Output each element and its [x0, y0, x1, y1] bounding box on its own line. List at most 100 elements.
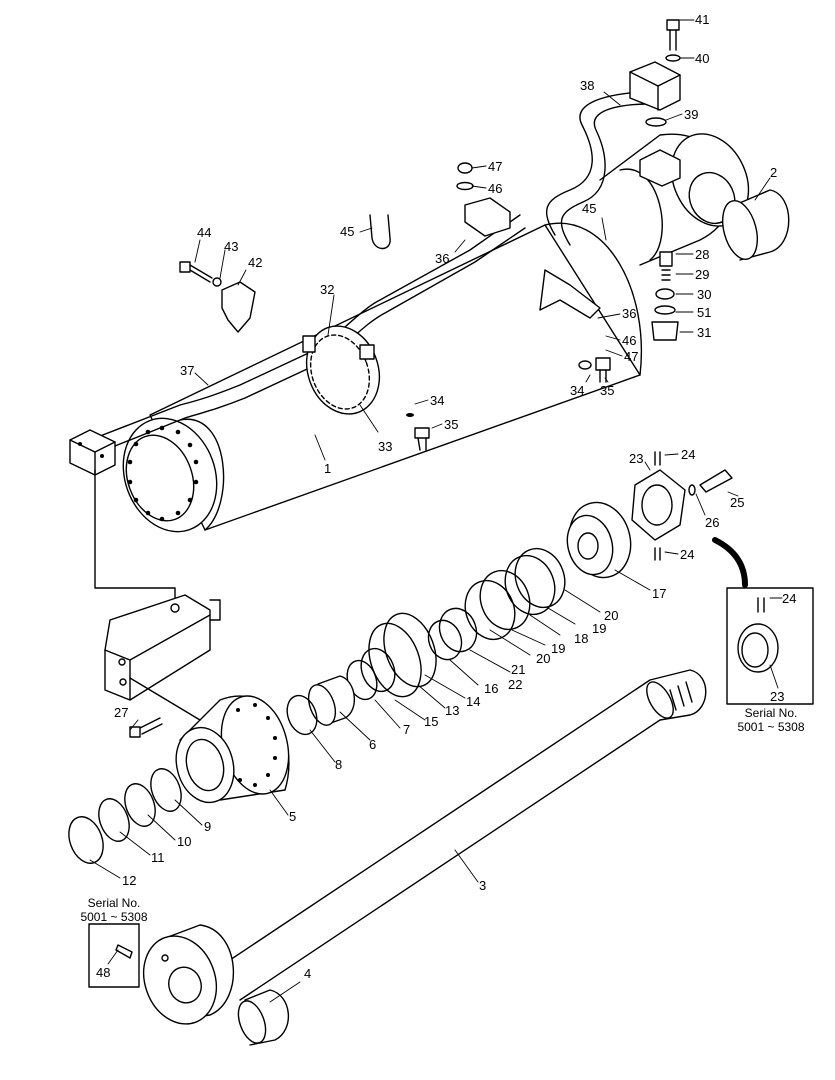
valve-block: [94, 469, 221, 721]
part-label-39: 39: [684, 107, 699, 122]
o-ring-39: [645, 117, 667, 127]
part-label-23: 23: [629, 451, 644, 466]
part-label-23: 23: [770, 689, 785, 704]
part-label-25: 25: [730, 495, 745, 510]
bushing-2: [722, 189, 790, 261]
part-label-21: 21: [511, 662, 526, 677]
bracket-36-upper: [464, 197, 511, 237]
serial-note-left: Serial No. 5001 ~ 5308: [72, 896, 156, 924]
arrow-to-inset: [712, 537, 748, 588]
serial-note-left-line1: Serial No.: [87, 896, 141, 910]
piston-nut-23-inset: [737, 597, 779, 673]
part-label-46: 46: [488, 181, 503, 196]
part-label-31: 31: [697, 325, 712, 340]
part-label-4: 4: [304, 966, 312, 981]
part-label-46: 46: [622, 333, 637, 348]
piston-17: [566, 501, 632, 579]
ring-8: [286, 694, 318, 736]
nut-47-washer-46: [456, 162, 474, 191]
part-label-35: 35: [444, 417, 459, 432]
part-label-6: 6: [369, 737, 377, 752]
serial-note-right-line2: 5001 ~ 5308: [737, 720, 805, 734]
pin-25: [688, 469, 733, 496]
serial-note-right: Serial No. 5001 ~ 5308: [729, 706, 813, 734]
serial-inset-left-box: [88, 923, 140, 988]
bolt-35-lower: [406, 413, 430, 451]
part-label-30: 30: [697, 287, 712, 302]
part-label-5: 5: [289, 809, 297, 824]
bracket-36-lower: [539, 269, 601, 319]
part-label-36: 36: [435, 251, 450, 266]
part-label-12: 12: [122, 873, 137, 888]
part-label-29: 29: [695, 267, 710, 282]
serial-note-right-line1: Serial No.: [744, 706, 798, 720]
part-label-44: 44: [197, 225, 212, 240]
part-label-7: 7: [403, 722, 411, 737]
part-label-22: 22: [508, 677, 523, 692]
fittings-28-31: [651, 251, 679, 341]
part-label-51: 51: [697, 305, 712, 320]
part-label-11: 11: [151, 850, 165, 865]
part-label-26: 26: [705, 515, 720, 530]
part-label-1: 1: [324, 461, 332, 476]
part-label-45: 45: [582, 201, 597, 216]
part-label-8: 8: [335, 757, 343, 772]
part-label-3: 3: [479, 878, 487, 893]
bolt-44: [179, 261, 222, 287]
part-label-45: 45: [340, 224, 355, 239]
part-label-19: 19: [592, 621, 607, 636]
part-label-33: 33: [378, 439, 393, 454]
part-label-27: 27: [114, 705, 129, 720]
clamp-band-32-33: [302, 325, 381, 415]
bolt-41: [665, 19, 681, 62]
part-label-2: 2: [770, 165, 778, 180]
part-label-24: 24: [680, 547, 695, 562]
part-label-32: 32: [320, 282, 335, 297]
part-label-10: 10: [177, 834, 192, 849]
seal-rings-18-22: [427, 547, 566, 661]
part-label-35: 35: [600, 383, 615, 398]
part-label-47: 47: [488, 159, 503, 174]
leader-lines: [89, 19, 783, 1003]
part-label-34: 34: [570, 383, 585, 398]
part-label-36: 36: [622, 306, 637, 321]
part-label-42: 42: [248, 255, 263, 270]
bushing-6: [307, 675, 355, 726]
seal-rings-13-16: [346, 612, 437, 701]
part-label-37: 37: [180, 363, 195, 378]
rod-cover-5: [175, 695, 290, 804]
seal-rings-9-12: [68, 768, 182, 864]
piston-nut-23: [631, 451, 686, 561]
piston-rod-3: [214, 669, 707, 1001]
serial-note-left-line2: 5001 ~ 5308: [80, 910, 148, 924]
bracket-42: [221, 281, 256, 333]
part-label-24: 24: [681, 447, 696, 462]
part-label-34: 34: [430, 393, 445, 408]
bolt-27: [129, 717, 163, 738]
part-label-13: 13: [445, 703, 460, 718]
part-label-9: 9: [204, 819, 212, 834]
pipe-38: [545, 61, 681, 246]
part-label-47: 47: [624, 349, 639, 364]
part-label-14: 14: [466, 694, 481, 709]
part-label-43: 43: [224, 239, 239, 254]
part-label-38: 38: [580, 78, 595, 93]
u-bolt-45: [369, 214, 391, 250]
part-label-20: 20: [536, 651, 551, 666]
part-label-17: 17: [652, 586, 667, 601]
bolt-35-upper: [578, 357, 611, 383]
part-label-40: 40: [695, 51, 710, 66]
part-label-48: 48: [96, 965, 111, 980]
part-label-19: 19: [551, 641, 566, 656]
grease-fitting-48: [115, 944, 133, 959]
serial-inset-right-box: [726, 587, 814, 705]
part-label-16: 16: [484, 681, 499, 696]
part-label-18: 18: [574, 631, 589, 646]
part-label-20: 20: [604, 608, 619, 623]
rod-eye: [142, 924, 235, 1025]
part-label-28: 28: [695, 247, 710, 262]
part-label-24: 24: [782, 591, 797, 606]
bushing-4: [237, 989, 290, 1046]
part-label-15: 15: [424, 714, 439, 729]
